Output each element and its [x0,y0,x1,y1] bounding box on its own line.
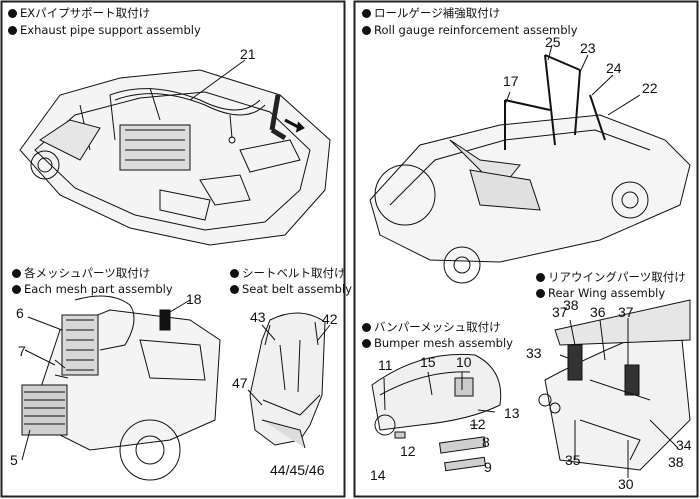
part-number: 37 [552,304,568,320]
part-number: 15 [420,354,436,370]
bumper-drawing [371,353,502,472]
part-number: 5 [10,452,18,468]
right-panel-frame [353,0,699,498]
rearwing-title-en: Rear Wing assembly [536,286,665,300]
part-number: 7 [18,343,26,359]
part-number: 18 [186,291,202,307]
exhaust-title-en: Exhaust pipe support assembly [8,23,201,37]
part-number: 10 [456,354,472,370]
rearwing-title-jp: リアウイングパーツ取付け [536,270,686,284]
bullet-icon [12,285,21,294]
rollcage-title-en: Roll gauge reinforcement assembly [362,23,578,37]
part-number: 34 [676,437,692,453]
part-number: 14 [370,467,386,483]
bullet-icon [230,269,239,278]
part-number: 17 [503,73,519,89]
part-number: 35 [565,452,581,468]
bullet-icon [12,269,21,278]
part-number: 24 [606,60,622,76]
bullet-icon [8,26,17,35]
mesh-title-en: Each mesh part assembly [12,282,173,296]
bullet-icon [536,289,545,298]
rear-wing-drawing [538,299,691,478]
part-number: 12 [470,416,486,432]
part-number: 6 [16,305,24,321]
bullet-icon [362,26,371,35]
part-number: 23 [580,40,596,56]
bumper-title-jp: バンパーメッシュ取付け [362,320,501,334]
part-number: 13 [504,405,520,421]
part-number: 43 [250,309,266,325]
bumper-title-en: Bumper mesh assembly [362,336,513,350]
bullet-icon [362,9,371,18]
bullet-icon [362,339,371,348]
seatbelt-title-jp: シートベルト取付け [230,266,346,280]
part-number: 44/45/46 [270,462,325,478]
part-number: 9 [484,459,492,475]
seatbelt-title-en: Seat belt assembly [230,282,352,296]
mesh-title-jp: 各メッシュパーツ取付け [12,266,150,280]
part-number: 38 [668,454,684,470]
left-panel-frame [0,0,346,498]
part-number: 11 [378,357,393,373]
part-number: 25 [545,34,561,50]
part-number: 12 [400,443,416,459]
part-number: 38 [563,297,579,313]
bullet-icon [362,323,371,332]
bullet-icon [230,285,239,294]
part-number: 21 [240,46,256,62]
part-number: 30 [618,476,634,492]
bullet-icon [8,9,17,18]
exhaust-title-jp: EXパイプサポート取付け [8,6,150,20]
exhaust-chassis-drawing [19,59,331,246]
part-number: 47 [232,375,248,391]
part-number: 36 [590,304,606,320]
part-number: 42 [322,311,338,327]
rollcage-title-jp: ロールゲージ補強取付け [362,6,500,20]
part-number: 37 [618,304,634,320]
bullet-icon [536,273,545,282]
roll-cage-drawing [369,44,691,284]
mesh-parts-drawing [21,295,221,481]
seat-drawing [247,312,331,449]
part-number: 33 [526,345,542,361]
part-number: 8 [482,434,490,450]
part-number: 22 [642,80,658,96]
